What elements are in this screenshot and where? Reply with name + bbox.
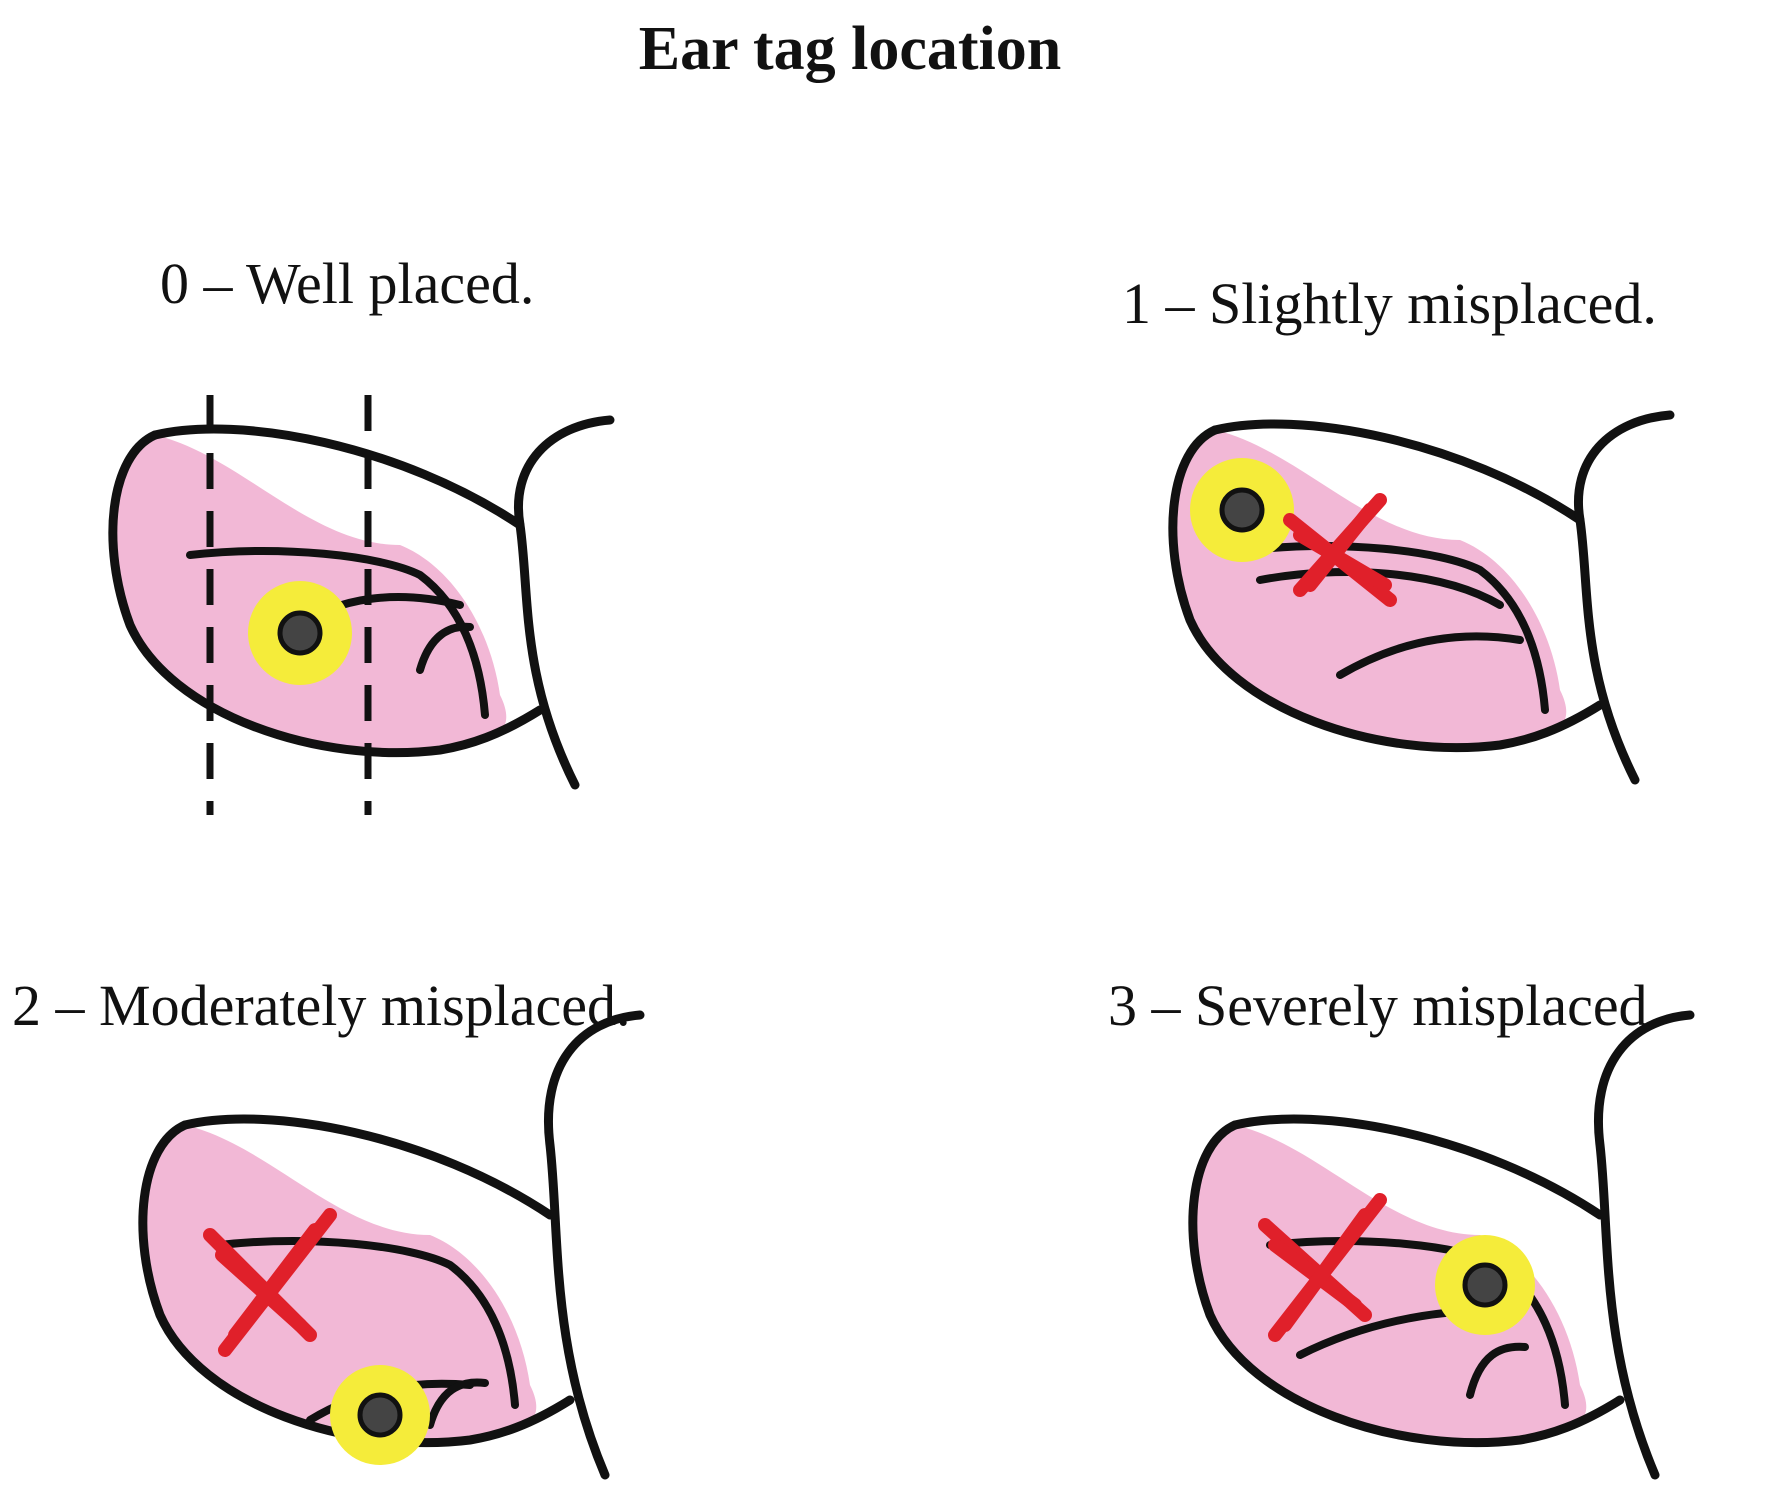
ear-outline xyxy=(138,1120,575,1448)
ear-panel-well-placed xyxy=(100,395,660,815)
ear-outline xyxy=(108,430,545,758)
label-well-placed: 0 – Well placed. xyxy=(160,251,535,316)
ear-crease-2 xyxy=(1336,632,1524,679)
ear-tag-center xyxy=(277,610,323,656)
label-moderately-misplaced: 2 – Moderately misplaced. xyxy=(12,973,631,1038)
diagram-title: Ear tag location xyxy=(638,15,1062,83)
ear-crease-2 xyxy=(426,1378,489,1429)
ear-tag-center xyxy=(1219,487,1265,533)
ear-illustration xyxy=(108,395,615,815)
label-slightly-misplaced: 1 – Slightly misplaced. xyxy=(1122,271,1657,336)
ear-inner-fill xyxy=(142,1125,537,1443)
ear-outline xyxy=(1168,425,1605,753)
head-contour xyxy=(1594,1010,1695,1480)
ear-tag-center xyxy=(357,1392,403,1438)
ear-top-edge xyxy=(150,424,525,530)
ear-crease xyxy=(1256,568,1504,609)
label-severely-misplaced: 3 – Severely misplaced. xyxy=(1108,973,1663,1038)
ear-panel-moderately-misplaced xyxy=(130,1010,690,1505)
head-contour xyxy=(1574,410,1675,785)
ear-illustration xyxy=(1188,1010,1695,1480)
ear-crease-2 xyxy=(1466,1342,1529,1399)
ear-top-edge xyxy=(1210,419,1585,525)
ear-top-edge xyxy=(1230,1114,1605,1220)
cross-mark-icon xyxy=(203,1208,337,1357)
ear-panel-slightly-misplaced xyxy=(1160,390,1720,810)
ear-top-edge xyxy=(180,1114,555,1220)
ear-tag-center xyxy=(1462,1262,1508,1308)
head-contour xyxy=(544,1010,645,1480)
ear-panel-severely-misplaced xyxy=(1180,1010,1740,1505)
cross-mark-icon xyxy=(1283,493,1397,607)
cross-mark-icon xyxy=(1258,1193,1387,1342)
ear-illustration xyxy=(1168,410,1675,785)
ear-crease-2 xyxy=(416,622,474,674)
ear-fold xyxy=(216,1237,519,1409)
ear-outline xyxy=(1188,1120,1625,1448)
ear-fold xyxy=(186,547,489,719)
head-contour xyxy=(514,415,615,790)
ear-illustration xyxy=(138,1010,645,1480)
